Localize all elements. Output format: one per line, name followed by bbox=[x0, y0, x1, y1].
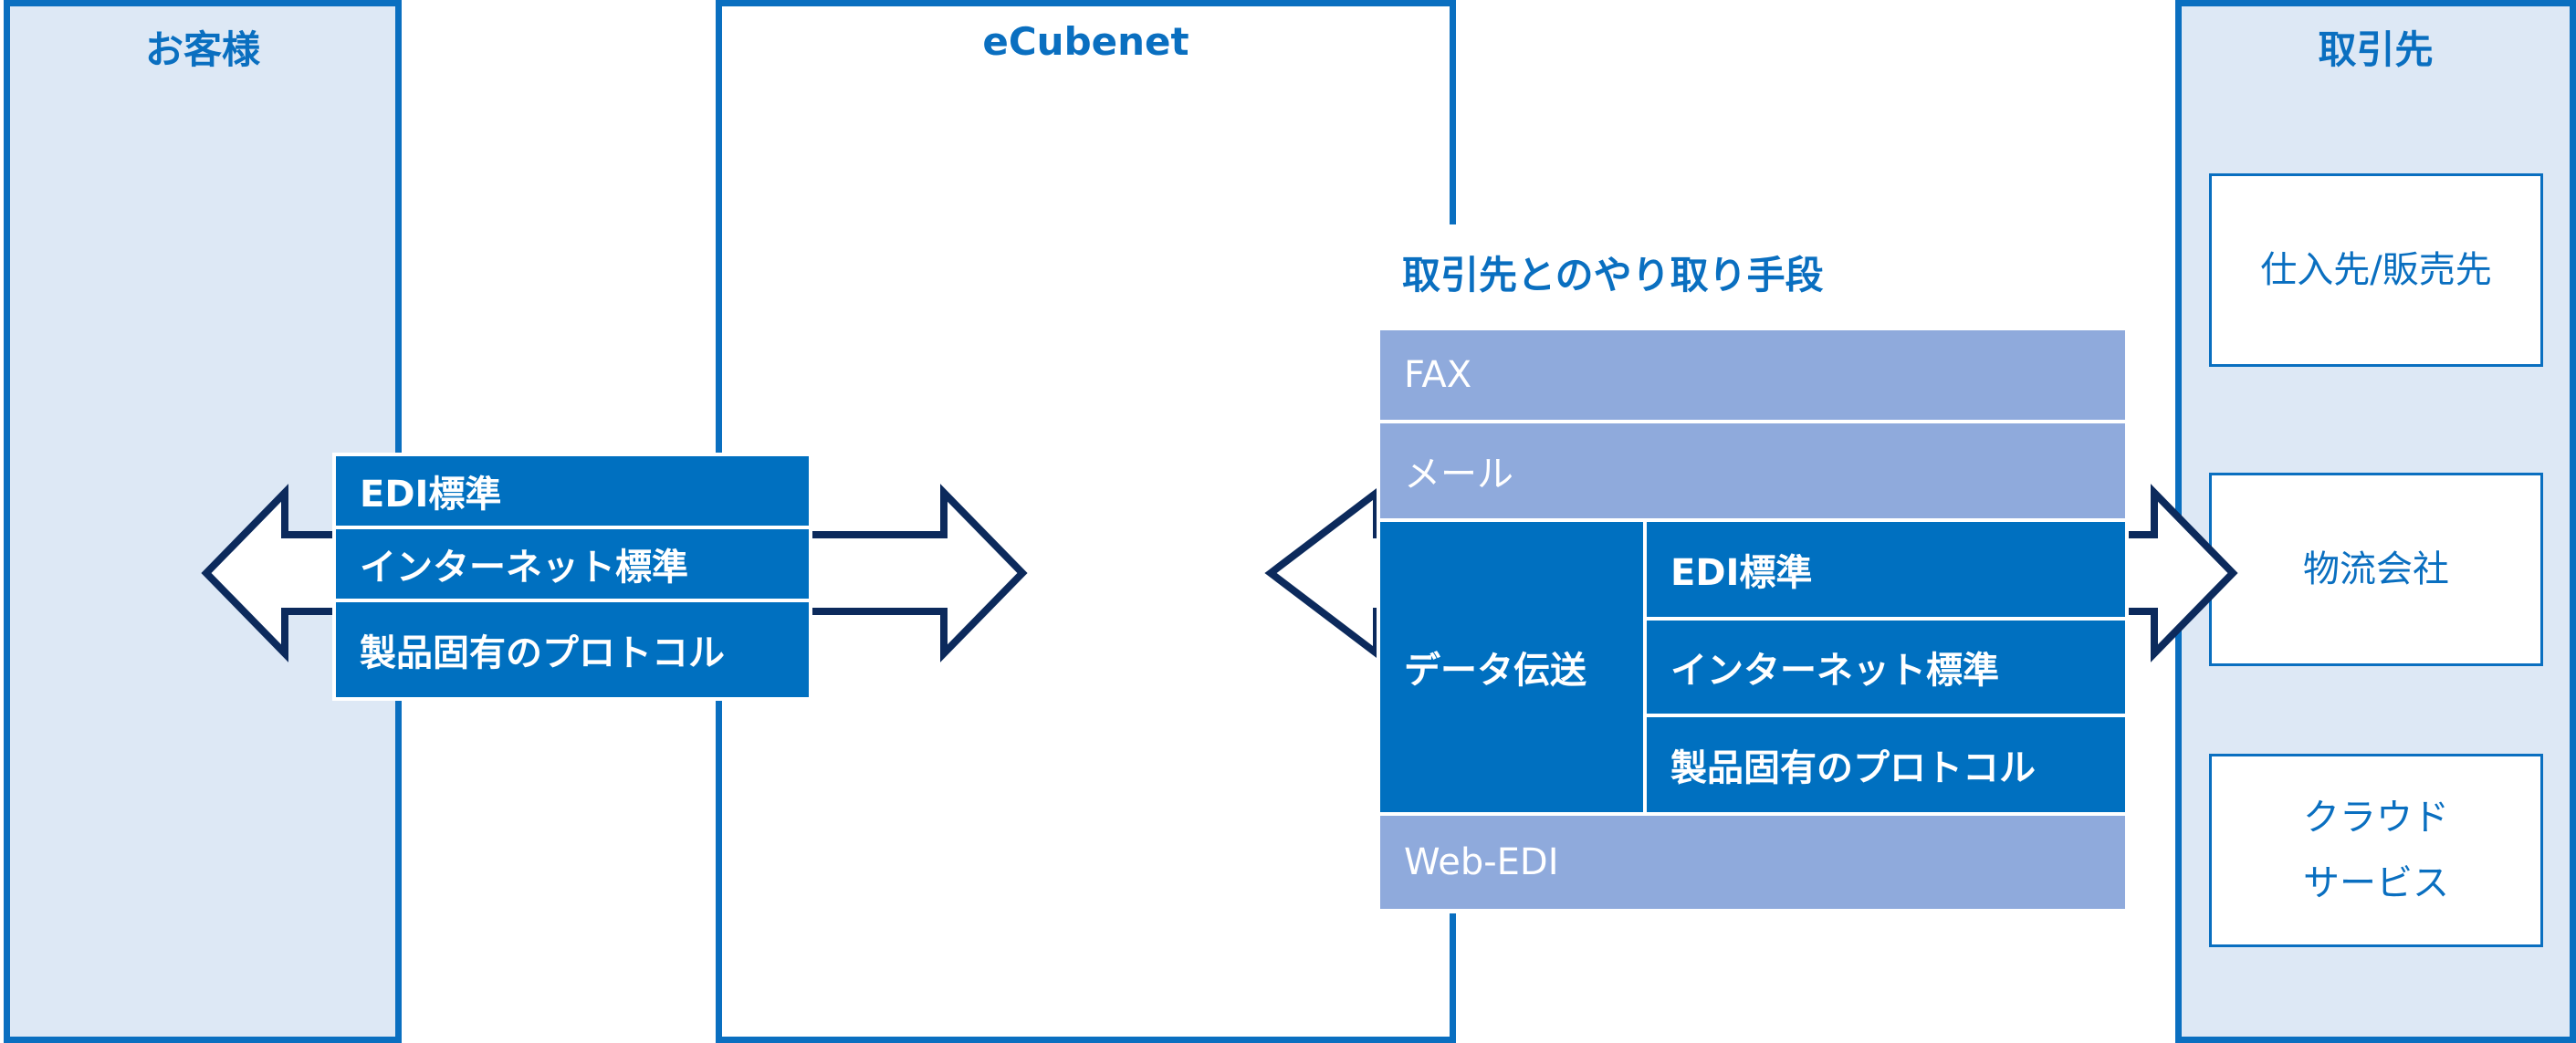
logistics-box: 物流会社 bbox=[2209, 473, 2543, 666]
ecubenet-title: eCubenet bbox=[982, 19, 1189, 64]
mail-row: メール bbox=[1380, 423, 2125, 518]
cloud-service-line1: クラウド bbox=[2303, 797, 2449, 839]
left-edi-standard: EDI標準 bbox=[336, 456, 809, 526]
left-internet-standard: インターネット標準 bbox=[336, 529, 809, 599]
methods-product-protocol: 製品固有のプロトコル bbox=[1647, 717, 2125, 812]
methods-title: 取引先とのやり取り手段 bbox=[1402, 253, 1824, 297]
partner-title: 取引先 bbox=[2318, 27, 2434, 72]
left-product-protocol: 製品固有のプロトコル bbox=[336, 602, 809, 697]
supplier-seller-box: 仕入先/販売先 bbox=[2209, 173, 2543, 367]
customer-title: お客様 bbox=[144, 27, 260, 72]
ecubenet-panel: eCubenet bbox=[716, 0, 1456, 1043]
data-transfer-cell: データ伝送 bbox=[1380, 522, 1643, 812]
webedi-row: Web-EDI bbox=[1380, 816, 2125, 909]
cloud-service-box: クラウド サービス bbox=[2209, 754, 2543, 947]
logistics-label: 物流会社 bbox=[2303, 548, 2449, 590]
methods-internet-standard: インターネット標準 bbox=[1647, 621, 2125, 714]
methods-edi-standard: EDI標準 bbox=[1647, 522, 2125, 617]
cloud-service-line2: サービス bbox=[2303, 862, 2449, 904]
supplier-seller-label: 仕入先/販売先 bbox=[2260, 249, 2492, 291]
fax-row: FAX bbox=[1380, 330, 2125, 420]
